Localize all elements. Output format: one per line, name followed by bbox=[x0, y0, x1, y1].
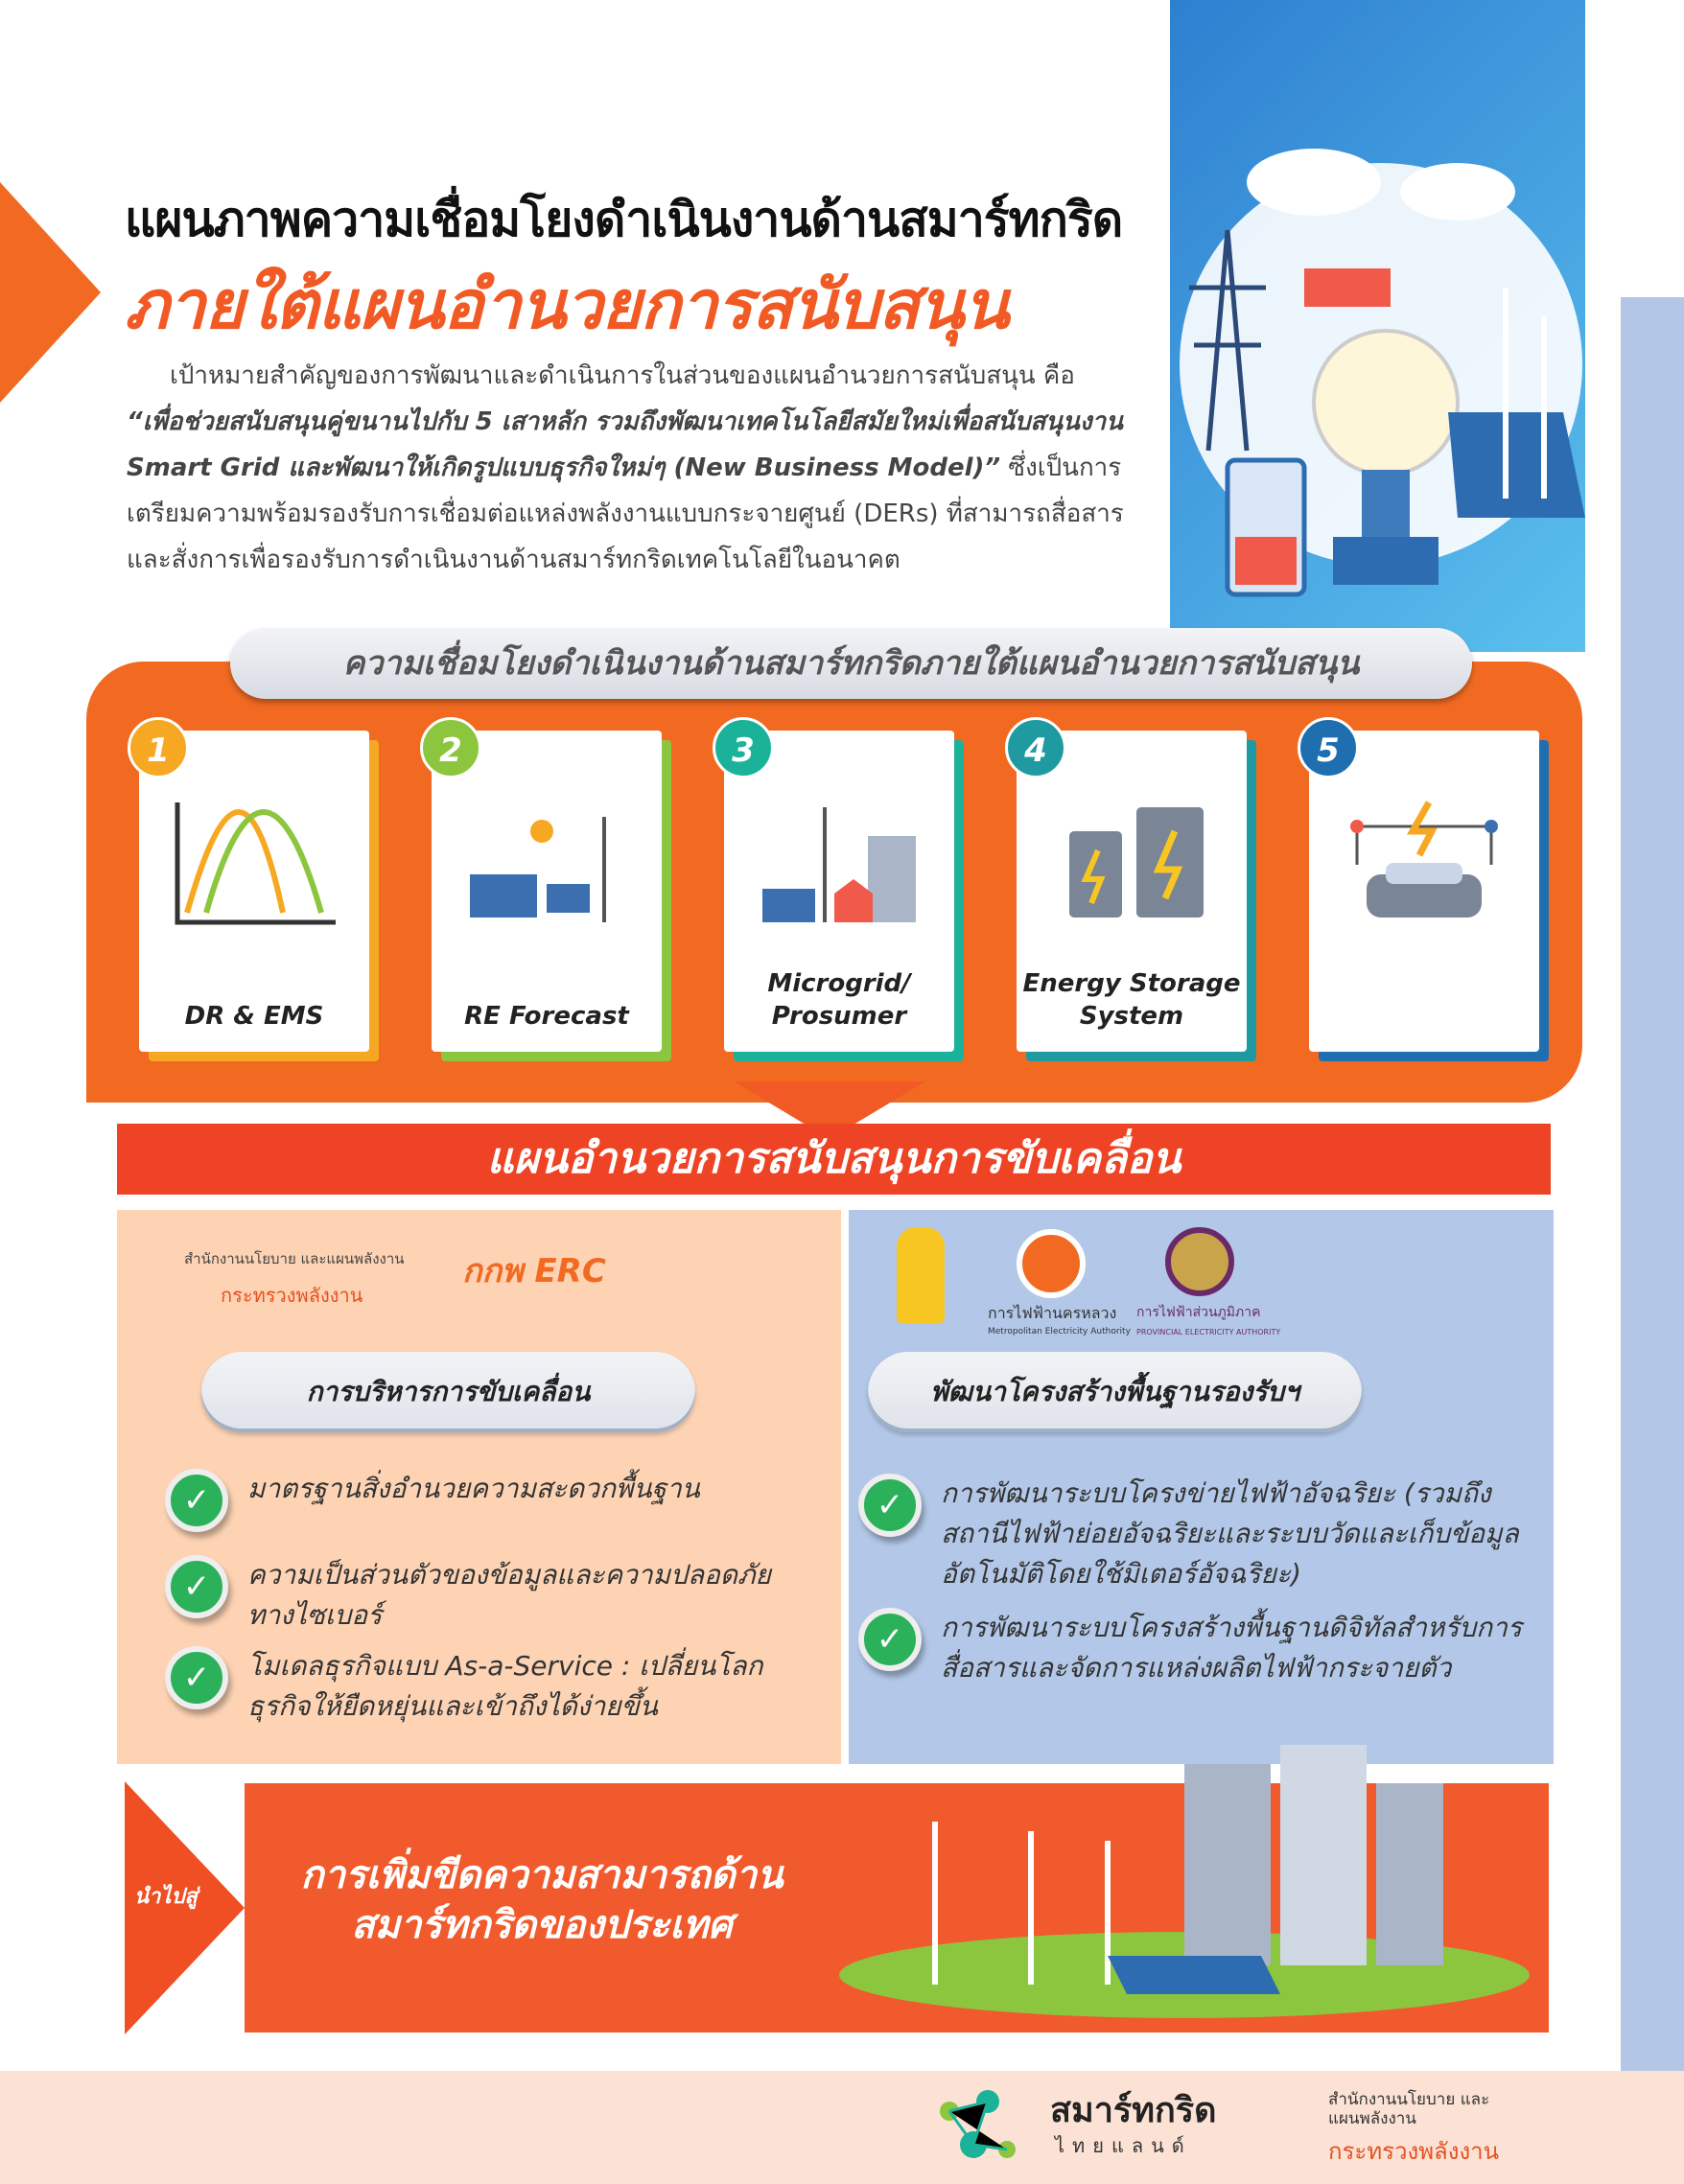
left-panel-title: การบริหารการขับเคลื่อน bbox=[201, 1352, 695, 1432]
list-item: ✓ โมเดลธุรกิจแบบ As-a-Service : เปลี่ยนโล… bbox=[165, 1646, 779, 1727]
microgrid-icon bbox=[762, 807, 916, 922]
smart-grid-logo-icon bbox=[940, 2090, 1016, 2158]
list-item-text: ความเป็นส่วนตัวของข้อมูลและความปลอดภัยทา… bbox=[247, 1559, 771, 1631]
mea-logo bbox=[1017, 1229, 1086, 1298]
intro-paragraph: เป้าหมายสำคัญของการพัฒนาและดำเนินการในส่… bbox=[127, 353, 1129, 583]
pea-logo-text-en: PROVINCIAL ELECTRICITY AUTHORITY bbox=[1136, 1328, 1281, 1336]
footer-brand: สมาร์ทกริด bbox=[1050, 2091, 1217, 2130]
pillar-card-2: 2 RE Forecast bbox=[420, 717, 662, 1052]
list-item: ✓ การพัฒนาระบบโครงสร้างพื้นฐานดิจิทัลสำหร… bbox=[858, 1608, 1539, 1688]
list-item: ✓ ความเป็นส่วนตัวของข้อมูลและความปลอดภัยท… bbox=[165, 1555, 779, 1636]
check-icon: ✓ bbox=[858, 1474, 922, 1537]
section-banner: แผนอำนวยการสนับสนุนการขับเคลื่อน bbox=[117, 1124, 1551, 1195]
list-item-text: โมเดลธุรกิจแบบ As-a-Service : เปลี่ยนโลก… bbox=[247, 1650, 763, 1722]
pillar-label: Microgrid/ Prosumer bbox=[767, 969, 911, 1031]
pillar-label: DR & EMS bbox=[184, 1002, 324, 1031]
intro-tail: ซึ่งเป็นการเตรียมความพร้อมรองรับการเชื่อ… bbox=[127, 453, 1124, 574]
check-icon: ✓ bbox=[858, 1608, 922, 1671]
ministry-logo-text: กระทรวงพลังงาน bbox=[221, 1284, 363, 1307]
erc-logo: กกพ ERC bbox=[462, 1252, 606, 1290]
left-panel: สำนักงานนโยบาย และแผนพลังงาน กระทรวงพลัง… bbox=[117, 1210, 841, 1764]
pillar-label: Energy Storage System bbox=[1022, 969, 1241, 1031]
pillar-label: RE Forecast bbox=[464, 1002, 629, 1031]
mea-logo-text-en: Metropolitan Electricity Authority bbox=[988, 1327, 1131, 1336]
check-icon: ✓ bbox=[165, 1555, 228, 1618]
battery-icon bbox=[1069, 807, 1204, 918]
egat-logo bbox=[897, 1227, 945, 1323]
pea-logo-text: การไฟฟ้าส่วนภูมิภาค bbox=[1136, 1305, 1261, 1320]
outcome-box bbox=[245, 1745, 1549, 2033]
mea-logo-text: การไฟฟ้านครหลวง bbox=[988, 1304, 1117, 1322]
footer-eppo: สำนักงานนโยบาย และแผนพลังงาน bbox=[1328, 2090, 1490, 2128]
pillars-title: ความเชื่อมโยงดำเนินงานด้านสมาร์ทกริดภายใ… bbox=[230, 628, 1472, 699]
check-icon: ✓ bbox=[165, 1469, 228, 1532]
decorative-arrow bbox=[0, 182, 101, 403]
pillar-number: 1 bbox=[128, 717, 189, 778]
intro-quote: “เพื่อช่วยสนับสนุนคู่ขนานไปกับ 5 เสาหลัก… bbox=[127, 407, 1123, 482]
eppo-logo-text: สำนักงานนโยบาย และแผนพลังงาน bbox=[184, 1250, 405, 1267]
page-subtitle: ภายใต้แผนอำนวยการสนับสนุน bbox=[125, 266, 1009, 344]
list-item-text: การพัฒนาระบบโครงข่ายไฟฟ้าอัจฉริยะ (รวมถึ… bbox=[941, 1477, 1519, 1590]
pillar-number: 2 bbox=[420, 717, 481, 778]
solar-wind-icon bbox=[470, 817, 606, 922]
pillar-number: 5 bbox=[1298, 717, 1359, 778]
pillar-card-4: 4 Energy Storage System bbox=[1005, 717, 1247, 1052]
list-item-text: การพัฒนาระบบโครงสร้างพื้นฐานดิจิทัลสำหรั… bbox=[941, 1612, 1522, 1684]
footer: สมาร์ทกริด ไทยแลนด์ สำนักงานนโยบาย และแผ… bbox=[0, 2071, 1684, 2184]
pillar-card-3: 3 Microgrid/ Prosumer bbox=[713, 717, 954, 1052]
outcome-text: การเพิ่มขีดความสามารถด้านสมาร์ทกริดของปร… bbox=[300, 1853, 784, 1947]
page-title: แผนภาพความเชื่อมโยงดำเนินงานด้านสมาร์ทกร… bbox=[125, 192, 1123, 247]
smart-city-illustration bbox=[839, 1745, 1530, 2018]
pillar-card-5: 5 bbox=[1298, 717, 1539, 1052]
right-panel-title: พัฒนาโครงสร้างพื้นฐานรองรับฯ bbox=[868, 1352, 1362, 1432]
pillar-card-1: 1 DR & EMS bbox=[128, 717, 369, 1052]
list-item-text: มาตรฐานสิ่งอำนวยความสะดวกพื้นฐาน bbox=[247, 1473, 700, 1504]
footer-ministry: กระทรวงพลังงาน bbox=[1328, 2138, 1500, 2165]
electric-car-icon bbox=[1350, 801, 1498, 918]
side-accent-strip bbox=[1621, 297, 1684, 2071]
intro-lead: เป้าหมายสำคัญของการพัฒนาและดำเนินการในส่… bbox=[170, 361, 1075, 390]
check-icon: ✓ bbox=[165, 1646, 228, 1709]
pea-logo bbox=[1165, 1227, 1234, 1296]
energy-illustration bbox=[1170, 0, 1585, 652]
footer-brand-sub: ไทยแลนด์ bbox=[1055, 2134, 1192, 2157]
lead-arrow bbox=[125, 1781, 245, 2034]
chart-icon bbox=[175, 802, 336, 925]
lead-label: นำไปสู่ bbox=[134, 1885, 198, 1909]
list-item: ✓ มาตรฐานสิ่งอำนวยความสะดวกพื้นฐาน bbox=[165, 1469, 779, 1532]
list-item: ✓ การพัฒนาระบบโครงข่ายไฟฟ้าอัจฉริยะ (รวมถ… bbox=[858, 1474, 1539, 1594]
right-panel: การไฟฟ้านครหลวง Metropolitan Electricity… bbox=[849, 1210, 1554, 1764]
pillar-number: 4 bbox=[1005, 717, 1066, 778]
pillar-number: 3 bbox=[713, 717, 774, 778]
